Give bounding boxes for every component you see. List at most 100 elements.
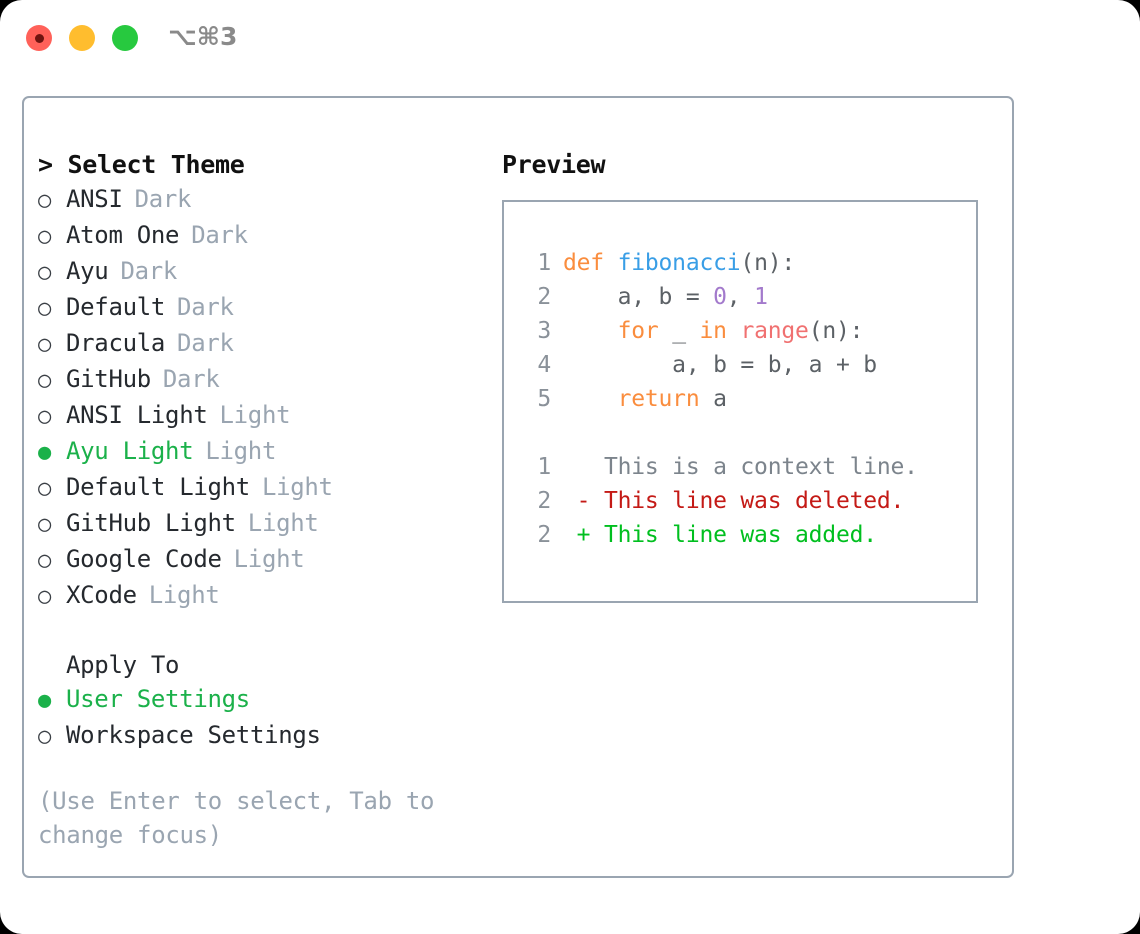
theme-option-kind: Light	[233, 545, 305, 573]
theme-option-kind: Dark	[162, 365, 220, 393]
token-plain: (n):	[808, 318, 864, 344]
line-number: 2	[537, 488, 551, 514]
theme-option-kind: Light	[261, 473, 333, 501]
radio-unselected-icon: ○	[38, 724, 51, 749]
theme-option-label: Google Code	[66, 545, 222, 573]
theme-option-github-light[interactable]: ○ GitHub Light Light	[38, 506, 488, 542]
theme-option-label: GitHub	[66, 365, 151, 393]
theme-option-google-code[interactable]: ○ Google Code Light	[38, 542, 488, 578]
radio-unselected-icon: ○	[38, 476, 51, 501]
theme-option-label: Ayu	[66, 257, 109, 285]
minimize-button[interactable]	[69, 25, 95, 51]
theme-option-kind: Light	[148, 581, 220, 609]
apply-to-option-user-settings[interactable]: ●User Settings	[38, 682, 488, 718]
code-line: 5 return a	[504, 382, 976, 416]
line-number: 3	[537, 318, 551, 344]
select-theme-header: > Select Theme	[38, 150, 245, 179]
theme-option-kind: Light	[205, 437, 277, 465]
radio-unselected-icon: ○	[38, 224, 51, 249]
apply-to-list[interactable]: ●User Settings ○ Workspace Settings	[38, 682, 488, 754]
zoom-button[interactable]	[112, 25, 138, 51]
theme-option-xcode[interactable]: ○ XCode Light	[38, 578, 488, 614]
code-text: a, b = 0, 1	[563, 280, 768, 314]
theme-option-atom-one[interactable]: ○ Atom One Dark	[38, 218, 488, 254]
diff-line: 2 - This line was deleted.	[504, 484, 976, 518]
window-controls	[26, 25, 138, 51]
token-kw: return	[617, 386, 700, 412]
theme-option-kind: Dark	[191, 221, 248, 249]
theme-option-ansi[interactable]: ○ ANSI Dark	[38, 182, 488, 218]
line-number: 1	[537, 454, 551, 480]
theme-option-default-light[interactable]: ○ Default Light Light	[38, 470, 488, 506]
theme-option-dracula[interactable]: ○ Dracula Dark	[38, 326, 488, 362]
theme-option-label: ANSI Light	[66, 401, 208, 429]
code-text: a, b = b, a + b	[563, 348, 877, 382]
token-plain: a, b =	[563, 284, 714, 310]
radio-unselected-icon: ○	[38, 368, 51, 393]
radio-selected-icon: ●	[38, 440, 51, 465]
diff-text-del: - This line was deleted.	[563, 488, 905, 514]
theme-option-label: GitHub Light	[66, 509, 236, 537]
title-bar: ⌥⌘3	[0, 0, 1140, 78]
theme-option-label: Default	[66, 293, 166, 321]
code-line: 3 for _ in range(n):	[504, 314, 976, 348]
radio-unselected-icon: ○	[38, 548, 51, 573]
token-plain	[563, 386, 618, 412]
line-number: 2	[537, 522, 551, 548]
code-line: 1 def fibonacci(n):	[504, 246, 976, 280]
keyboard-shortcut-label: ⌥⌘3	[168, 22, 238, 51]
apply-to-option-workspace-settings[interactable]: ○ Workspace Settings	[38, 718, 488, 754]
theme-option-kind: Light	[247, 509, 319, 537]
keyboard-hint-text: (Use Enter to select, Tab to change focu…	[38, 787, 435, 849]
token-plain: a	[699, 386, 727, 412]
line-number: 2	[537, 284, 551, 310]
preview-title: Preview	[502, 150, 606, 179]
theme-option-label: ANSI	[66, 185, 123, 213]
theme-option-label: Ayu Light	[66, 437, 194, 465]
token-kw: for	[617, 318, 659, 344]
diff-line: 1 This is a context line.	[504, 450, 976, 484]
theme-option-kind: Dark	[177, 329, 234, 357]
code-text: def fibonacci(n):	[563, 246, 795, 280]
radio-unselected-icon: ○	[38, 584, 51, 609]
token-builtin: range	[740, 318, 809, 344]
theme-option-label: XCode	[66, 581, 137, 609]
radio-selected-icon: ●	[38, 688, 51, 713]
token-plain: ,	[726, 284, 755, 310]
token-num: 1	[754, 284, 768, 310]
code-text: return a	[563, 382, 727, 416]
theme-option-ayu-light[interactable]: ● Ayu Light Light	[38, 434, 488, 470]
close-button[interactable]	[26, 25, 52, 51]
theme-option-label: Atom One	[66, 221, 180, 249]
radio-unselected-icon: ○	[38, 404, 51, 429]
radio-unselected-icon: ○	[38, 332, 51, 357]
theme-option-label: Dracula	[66, 329, 166, 357]
token-kw: in	[699, 318, 727, 344]
code-text: for _ in range(n):	[563, 314, 864, 348]
radio-unselected-icon: ○	[38, 188, 51, 213]
code-line: 4 a, b = b, a + b	[504, 348, 976, 382]
token-plain: _	[658, 318, 700, 344]
token-plain: (n):	[740, 250, 796, 276]
theme-option-ayu[interactable]: ○ Ayu Dark	[38, 254, 488, 290]
diff-line: 2 + This line was added.	[504, 518, 976, 552]
theme-option-kind: Dark	[134, 185, 192, 213]
line-number: 1	[537, 250, 551, 276]
radio-unselected-icon: ○	[38, 512, 51, 537]
token-num: 0	[713, 284, 727, 310]
apply-to-option-label: Workspace Settings	[66, 721, 321, 749]
theme-option-kind: Dark	[120, 257, 178, 285]
theme-option-kind: Light	[219, 401, 291, 429]
theme-option-ansi-light[interactable]: ○ ANSI Light Light	[38, 398, 488, 434]
radio-unselected-icon: ○	[38, 260, 51, 285]
diff-text-ctx: This is a context line.	[563, 454, 918, 480]
theme-option-label: Default Light	[66, 473, 250, 501]
token-plain: a, b = b, a + b	[563, 352, 877, 378]
theme-option-github[interactable]: ○ GitHub Dark	[38, 362, 488, 398]
